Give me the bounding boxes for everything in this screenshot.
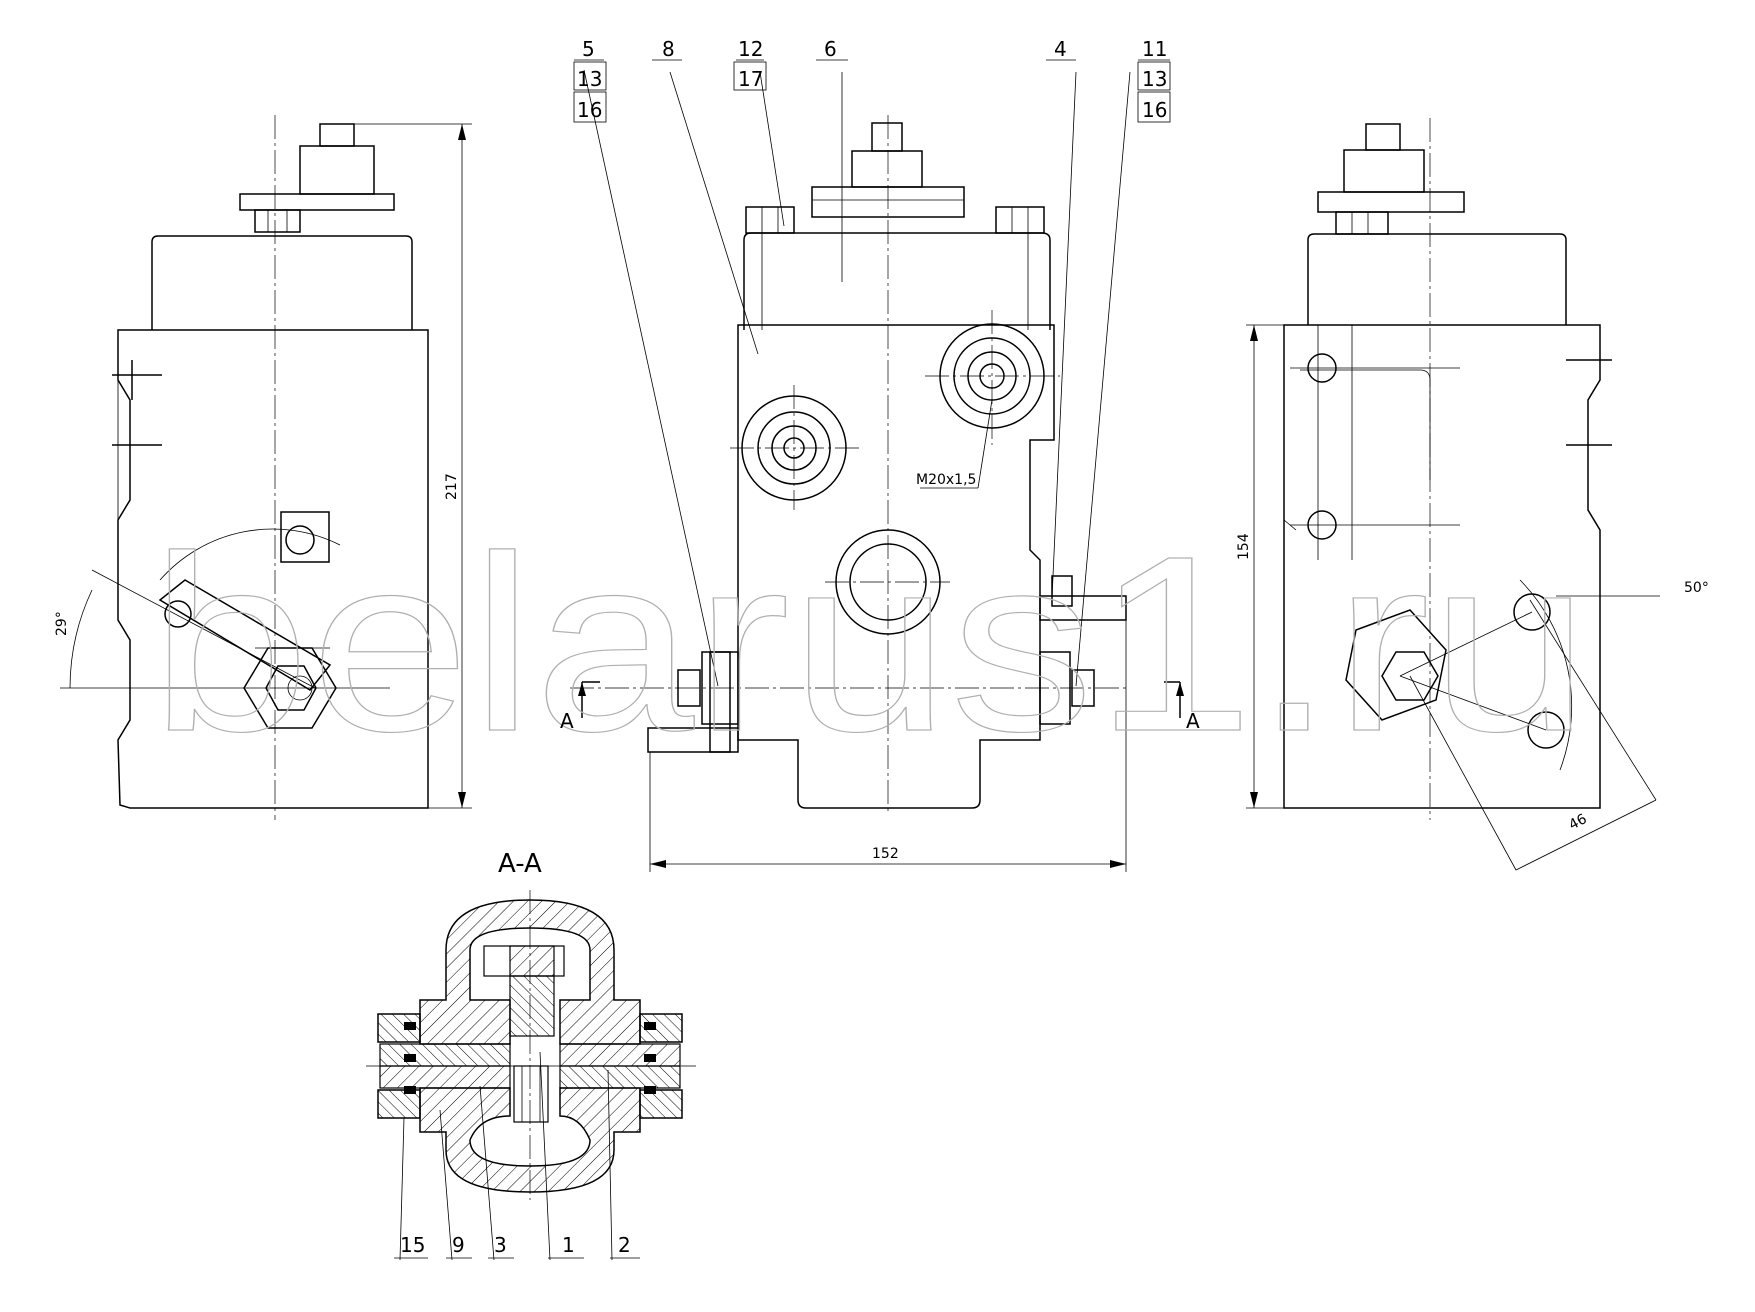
- thread-label: M20x1,5: [916, 472, 976, 488]
- dim-154: 154: [1236, 533, 1252, 560]
- callout-13-right: 13: [1142, 67, 1167, 91]
- callout-16-right: 16: [1142, 98, 1167, 122]
- left-view: [60, 115, 472, 820]
- callout-5: 5: [582, 37, 595, 61]
- section-mark-left: A: [560, 709, 574, 733]
- angle-29: 29°: [54, 611, 70, 636]
- watermark-text: belarus1.ru: [150, 504, 1590, 783]
- section-mark-right: A: [1186, 709, 1200, 733]
- callout-17: 17: [738, 67, 763, 91]
- callout-1: 1: [562, 1233, 575, 1257]
- right-view: [1246, 118, 1660, 871]
- callout-12: 12: [738, 37, 763, 61]
- callout-3: 3: [494, 1233, 507, 1257]
- dim-217: 217: [444, 473, 460, 500]
- center-view: [570, 115, 1184, 872]
- callout-13-left: 13: [577, 67, 602, 91]
- dim-152: 152: [872, 846, 899, 862]
- dim-46: 46: [1566, 811, 1589, 834]
- leaders: [573, 59, 1171, 687]
- callout-4: 4: [1054, 37, 1067, 61]
- section-title: A-A: [498, 849, 542, 879]
- callout-9: 9: [452, 1233, 465, 1257]
- callout-2: 2: [618, 1233, 631, 1257]
- callout-6: 6: [824, 37, 837, 61]
- callout-8: 8: [662, 37, 675, 61]
- section-a-a: [366, 890, 696, 1261]
- callout-11: 11: [1142, 37, 1167, 61]
- angle-50: 50°: [1684, 580, 1709, 596]
- callout-16-left: 16: [577, 98, 602, 122]
- callout-15: 15: [400, 1233, 425, 1257]
